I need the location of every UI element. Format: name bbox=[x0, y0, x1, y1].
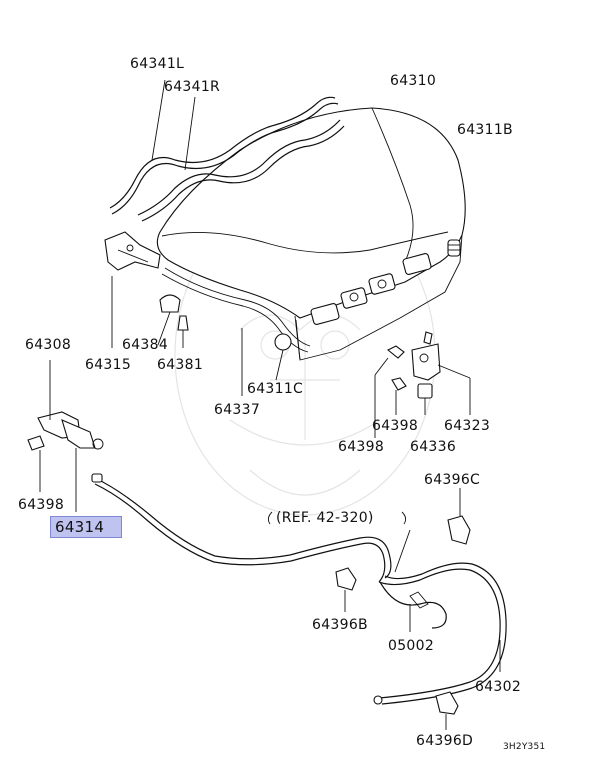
label-64396D[interactable]: 64396D bbox=[416, 733, 474, 749]
reference-bracket bbox=[267, 511, 407, 525]
label-64323[interactable]: 64323 bbox=[444, 418, 491, 434]
hood-panel bbox=[156, 107, 466, 361]
label-64311C[interactable]: 64311C bbox=[247, 381, 304, 397]
weatherstrip-right bbox=[447, 239, 461, 257]
label-64384[interactable]: 64384 bbox=[122, 337, 169, 353]
label-64337[interactable]: 64337 bbox=[214, 402, 261, 418]
release-cable bbox=[91, 473, 507, 705]
cable-clips bbox=[335, 488, 471, 730]
reference-note: (REF. 42-320) bbox=[276, 510, 374, 526]
release-lever bbox=[27, 360, 104, 512]
label-64310[interactable]: 64310 bbox=[390, 73, 437, 89]
label-64341R[interactable]: 64341R bbox=[164, 79, 221, 95]
label-64311B[interactable]: 64311B bbox=[457, 122, 513, 138]
hood-latch bbox=[374, 331, 471, 438]
label-64341L[interactable]: 64341L bbox=[130, 56, 185, 72]
label-64398-right[interactable]: 64398 bbox=[372, 418, 419, 434]
label-64315[interactable]: 64315 bbox=[85, 357, 132, 373]
label-64398-left[interactable]: 64398 bbox=[18, 497, 65, 513]
hood-stopper bbox=[241, 328, 292, 396]
highlight-box bbox=[50, 516, 122, 538]
label-64396B[interactable]: 64396B bbox=[312, 617, 368, 633]
label-64314[interactable]: 64314 bbox=[55, 518, 105, 536]
label-64396C[interactable]: 64396C bbox=[424, 472, 481, 488]
label-64398-center[interactable]: 64398 bbox=[338, 439, 385, 455]
label-64381[interactable]: 64381 bbox=[157, 357, 204, 373]
bumper-and-bolt bbox=[157, 294, 189, 348]
label-64336[interactable]: 64336 bbox=[410, 439, 457, 455]
diagram-code: 3H2Y351 bbox=[503, 742, 546, 752]
hood-hinge bbox=[104, 231, 161, 348]
label-05002[interactable]: 05002 bbox=[388, 638, 435, 654]
label-64308[interactable]: 64308 bbox=[25, 337, 72, 353]
label-64302[interactable]: 64302 bbox=[475, 679, 522, 695]
torsion-bars bbox=[109, 79, 345, 222]
